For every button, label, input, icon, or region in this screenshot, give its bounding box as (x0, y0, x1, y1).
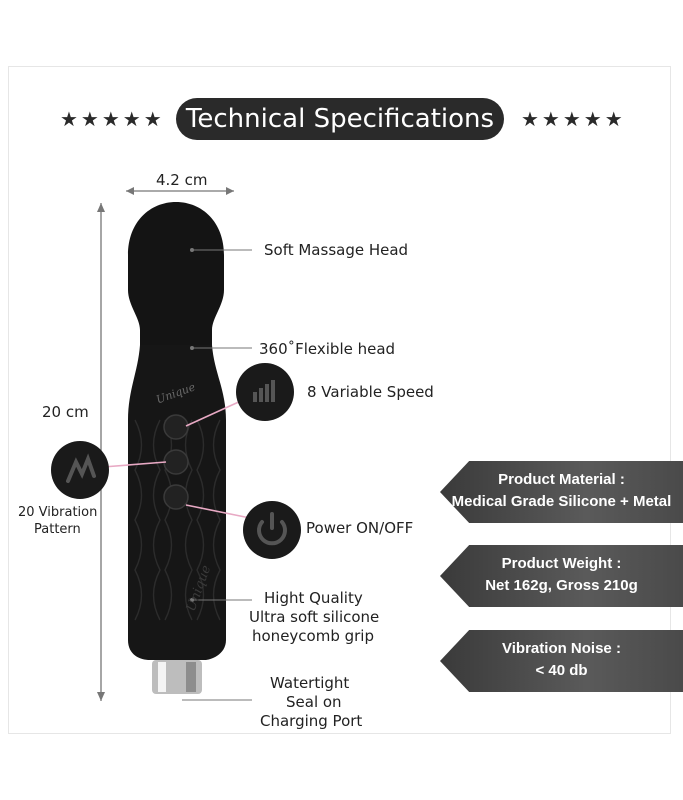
grip-label-line2: Ultra soft silicone (249, 608, 380, 626)
pattern-icon (66, 453, 96, 483)
rating-stars-right: ★★★★★ (521, 107, 626, 131)
flex-label: 360˚Flexible head (259, 340, 396, 358)
spec-material-value: Medical Grade Silicone + Metal (451, 493, 672, 510)
height-arrow-top (97, 203, 105, 212)
grip-leader-dot (190, 598, 194, 602)
height-label: 20 cm (42, 403, 89, 421)
metal-shadow (186, 662, 196, 692)
power-icon (257, 512, 287, 546)
pattern-label-line2: Pattern (34, 522, 81, 537)
head-label: Soft Massage Head (264, 241, 409, 259)
grip-label-line3: honeycomb grip (252, 627, 374, 645)
page-title: Technical Specifications (176, 98, 504, 140)
spec-weight-value: Net 162g, Gross 210g (485, 577, 638, 594)
speed-icon (253, 380, 275, 402)
pattern-button (163, 449, 189, 475)
rating-stars-left: ★★★★★ (60, 107, 165, 131)
massage-head (128, 202, 224, 345)
height-arrow-bottom (97, 692, 105, 701)
power-button (163, 484, 189, 510)
port-label-line1: Watertight (270, 674, 350, 692)
port-label-line3: Charging Port (260, 712, 363, 730)
head-leader-dot (190, 248, 194, 252)
speed-leader (185, 399, 244, 427)
pattern-label-line1: 20 Vibration (18, 505, 98, 520)
speed-label: 8 Variable Speed (307, 383, 434, 401)
metal-highlight (158, 662, 166, 692)
spec-noise-title: Vibration Noise : (502, 640, 621, 657)
port-label-line2: Seal on (286, 693, 342, 711)
flex-leader-dot (190, 346, 194, 350)
power-leader (185, 504, 251, 519)
speed-button (163, 414, 189, 440)
grip-label-line1: Hight Quality (264, 589, 363, 607)
spec-material-title: Product Material : (498, 471, 625, 488)
spec-material: Product Material : Medical Grade Silicon… (440, 461, 683, 523)
width-arrow-right (226, 187, 234, 195)
width-label: 4.2 cm (156, 171, 208, 189)
spec-weight: Product Weight : Net 162g, Gross 210g (440, 545, 683, 607)
width-arrow-left (126, 187, 134, 195)
spec-weight-title: Product Weight : (501, 555, 622, 572)
content-frame (8, 66, 671, 734)
pattern-leader (102, 461, 167, 468)
spec-noise-value: < 40 db (535, 662, 588, 679)
spec-noise: Vibration Noise : < 40 db (440, 630, 683, 692)
power-label: Power ON/OFF (306, 519, 414, 537)
